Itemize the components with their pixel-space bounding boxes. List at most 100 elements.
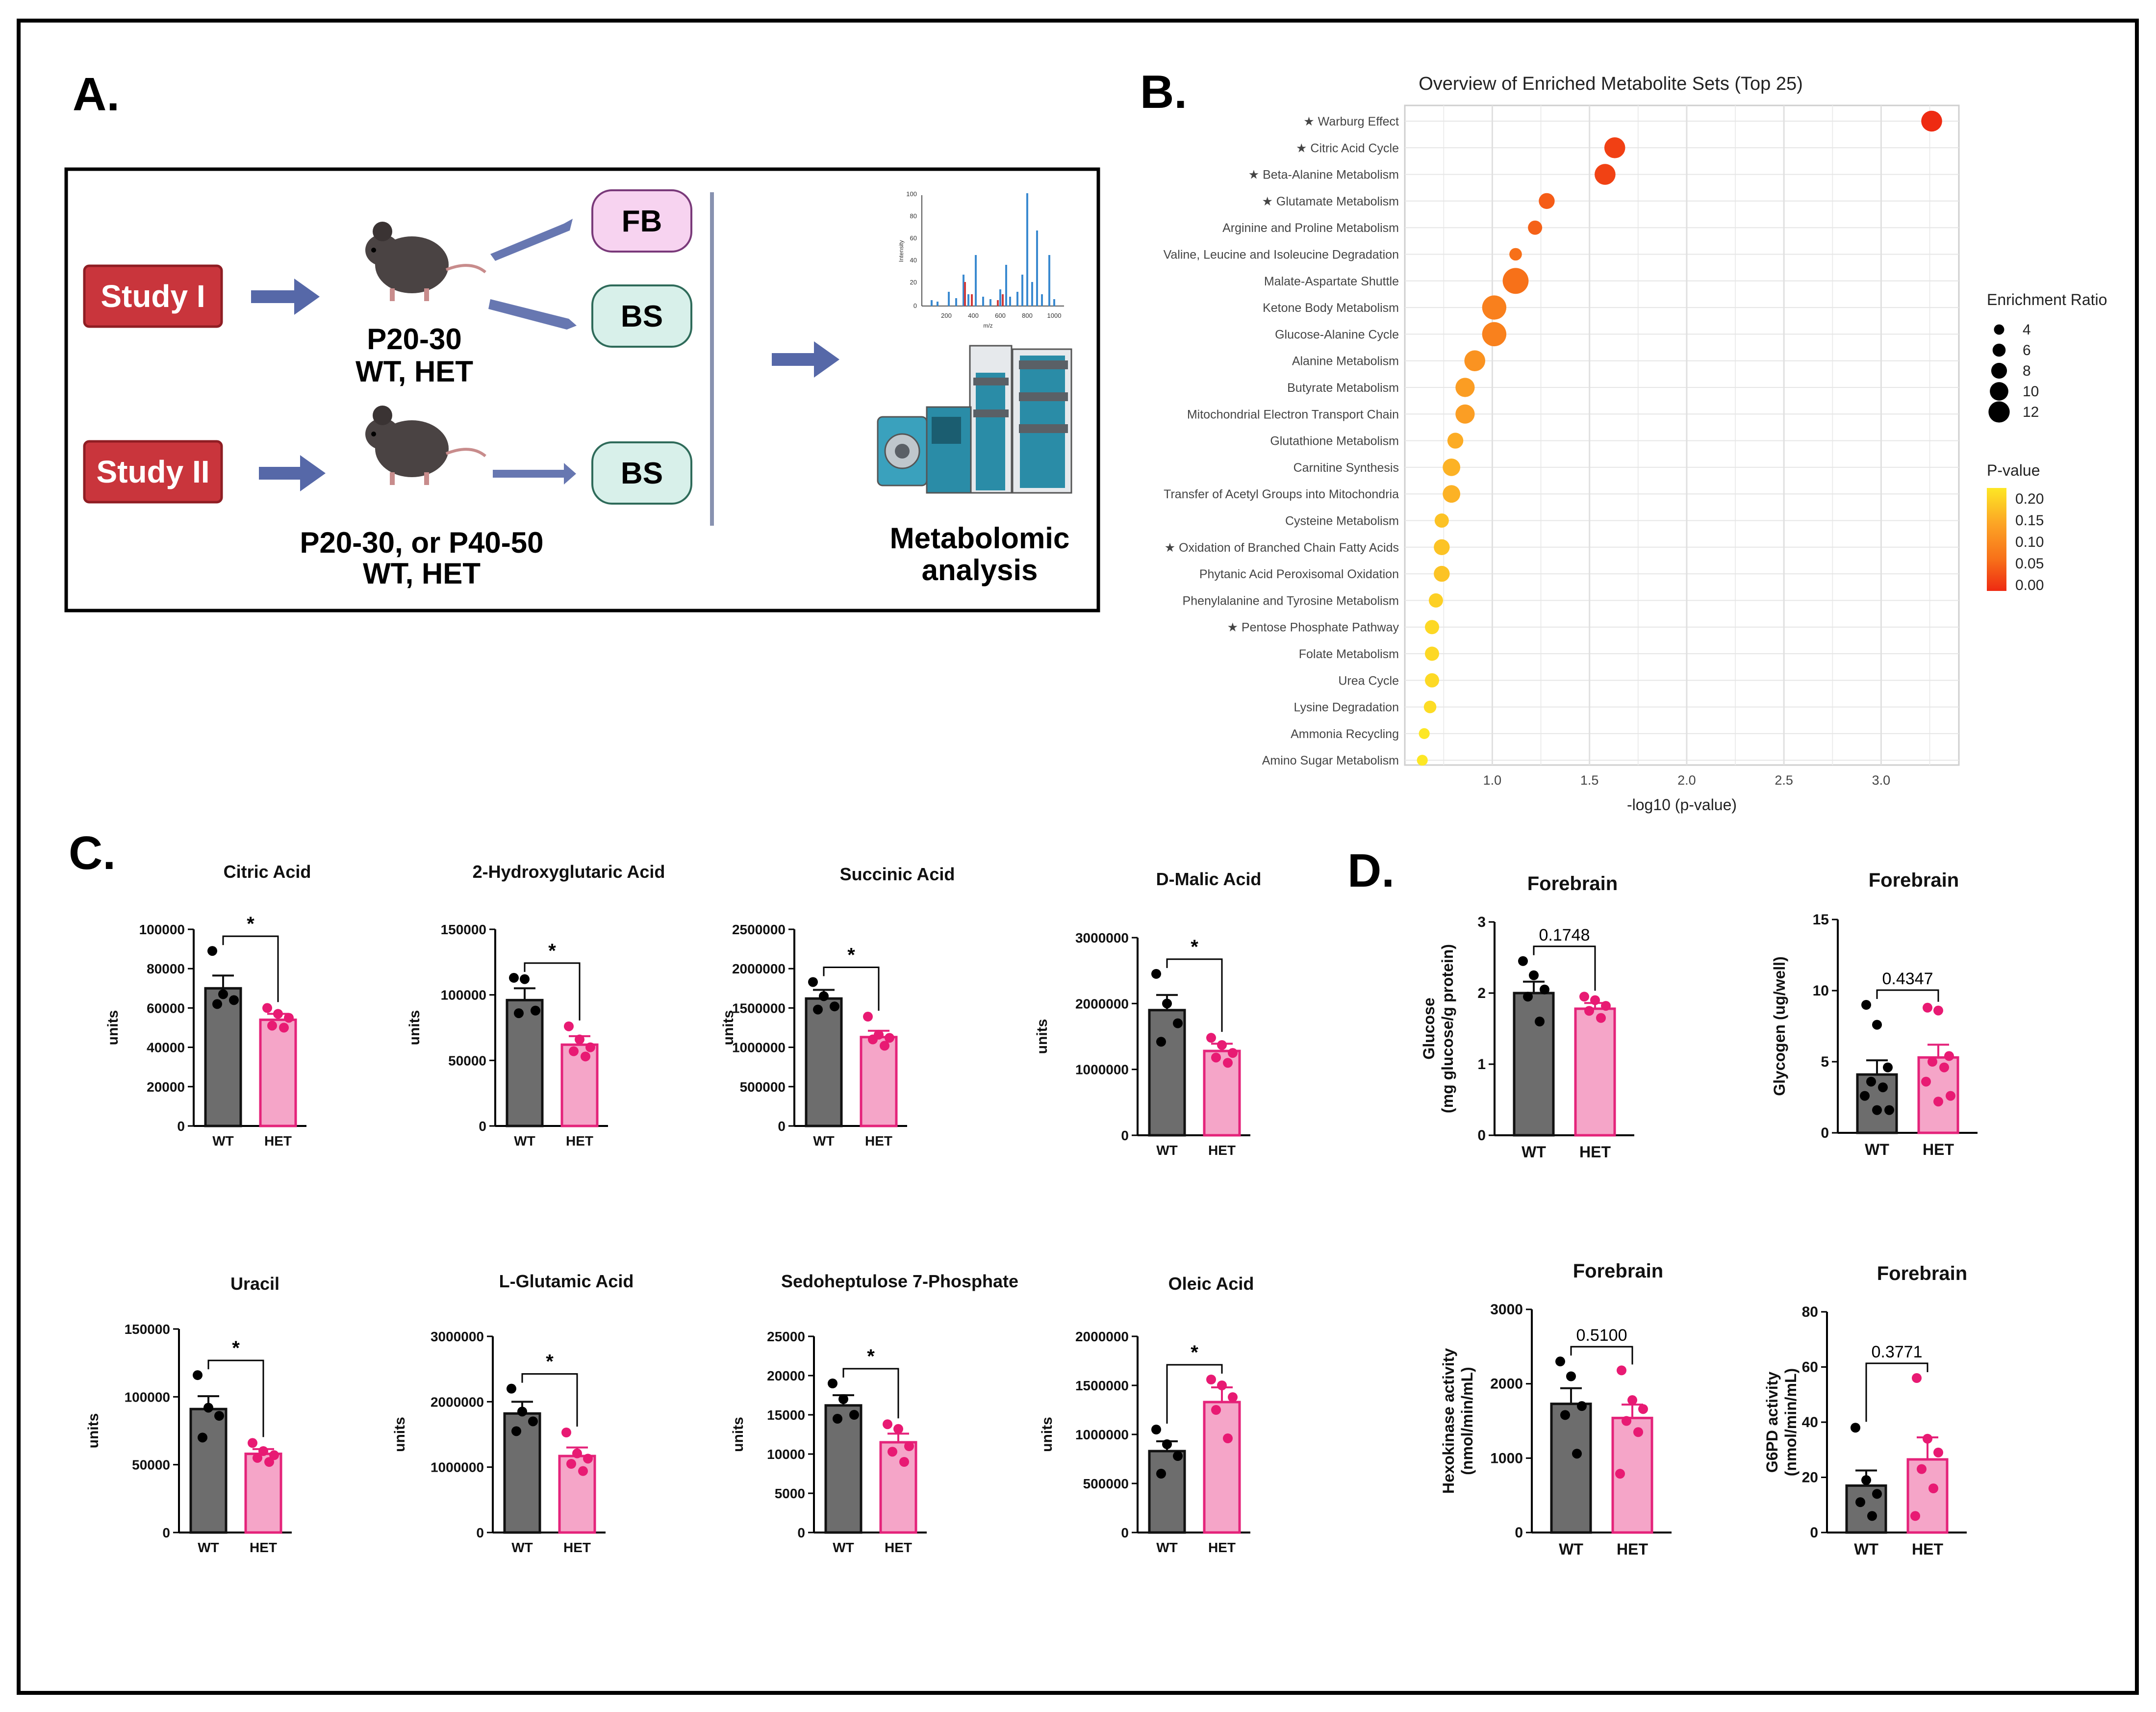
bar-wt <box>824 1404 862 1534</box>
data-point <box>1577 1401 1587 1411</box>
category-label: Mitochondrial Electron Transport Chain <box>1187 408 1399 421</box>
color-legend-label: 0.00 <box>2015 577 2044 593</box>
data-point <box>514 1008 524 1019</box>
chart-title: Forebrain <box>1573 1260 1663 1282</box>
color-legend-label: 0.20 <box>2015 491 2044 507</box>
color-legend-label: 0.10 <box>2015 534 2044 550</box>
category-label: Arginine and Proline Metabolism <box>1222 221 1399 235</box>
y-tick-label: 1000000 <box>1075 1062 1129 1077</box>
category-label: ★ Warburg Effect <box>1303 115 1399 128</box>
data-point <box>1933 1005 1943 1016</box>
y-tick-label: 0 <box>1121 1525 1129 1540</box>
data-point <box>218 989 228 999</box>
data-point <box>1217 1040 1227 1050</box>
category-label: Valine, Leucine and Isoleucine Degradati… <box>1164 248 1399 262</box>
y-tick-label: 3 <box>1477 914 1486 930</box>
y-axis-label: (mg glucose/g protein) <box>1439 944 1456 1113</box>
data-point <box>575 1034 584 1045</box>
data-point <box>1912 1373 1922 1383</box>
panel-label-c: C. <box>69 827 116 879</box>
bar-wt <box>1148 1450 1186 1534</box>
spectrum-ytick: 0 <box>913 302 917 309</box>
y-tick-label: 40000 <box>147 1040 185 1055</box>
bar-wt <box>1148 1009 1186 1137</box>
y-tick-label: 0 <box>778 1119 786 1134</box>
size-legend-label: 12 <box>2023 404 2039 420</box>
y-tick-label: 40 <box>1802 1414 1818 1431</box>
y-tick-label: 10000 <box>767 1447 805 1462</box>
y-tick-label: 1000000 <box>1075 1427 1129 1442</box>
significance-bracket <box>1166 958 1223 1032</box>
y-tick-label: 5 <box>1821 1054 1829 1070</box>
y-tick-label: 3000000 <box>431 1329 484 1344</box>
data-point <box>1151 1425 1161 1434</box>
y-tick-label: 50000 <box>132 1457 170 1473</box>
y-axis-label: units <box>406 1010 423 1046</box>
bar-het <box>244 1453 282 1534</box>
significance-label: * <box>847 944 855 966</box>
y-axis-label: units <box>392 1417 408 1452</box>
data-point <box>578 1466 588 1476</box>
data-point <box>1910 1511 1920 1521</box>
bar-het <box>259 1018 297 1127</box>
data-point <box>1933 1097 1943 1107</box>
data-point <box>212 999 222 1009</box>
category-label: ★ Glutamate Metabolism <box>1262 195 1399 208</box>
study2-group-genotype: WT, HET <box>363 557 481 590</box>
y-axis-label: units <box>730 1417 746 1452</box>
category-label: ★ Beta-Alanine Metabolism <box>1248 168 1399 182</box>
x-tick-label: WT <box>1156 1540 1178 1555</box>
panel-a-schematic: Study I Study II P20-30 <box>64 167 1100 613</box>
bar-chart-2: 2-Hydroxyglutaric Acid150000100000500000… <box>406 862 665 1149</box>
y-tick-label: 15 <box>1813 912 1829 928</box>
data-point <box>1579 992 1589 1002</box>
significance-bracket <box>1533 945 1596 991</box>
significance-bracket <box>1166 1364 1223 1424</box>
bar-wt <box>1856 1073 1898 1134</box>
data-point <box>1615 1469 1625 1479</box>
panel-label-a: A. <box>73 68 120 121</box>
data-point <box>899 1457 909 1467</box>
bar-het <box>1203 1049 1241 1137</box>
spectrum-ytick: 20 <box>910 279 917 286</box>
mouse-icon <box>365 406 486 485</box>
x-tick-label: WT <box>1865 1141 1889 1158</box>
x-tick-label: HET <box>1208 1540 1236 1555</box>
data-point <box>1518 956 1528 966</box>
data-point <box>1528 220 1543 235</box>
category-label: ★ Citric Acid Cycle <box>1296 141 1399 155</box>
bar-het <box>879 1441 917 1534</box>
x-tick-label: 1.5 <box>1580 773 1599 788</box>
data-point <box>520 974 530 984</box>
chart-title: 2-Hydroxyglutaric Acid <box>473 862 665 882</box>
x-tick-label: HET <box>264 1133 292 1149</box>
data-point <box>1933 1447 1943 1457</box>
study-2-label: Study II <box>96 454 209 489</box>
data-point <box>1447 433 1464 449</box>
data-point <box>1434 565 1450 582</box>
analysis-label-line2: analysis <box>922 554 1038 587</box>
category-label: Ketone Body Metabolism <box>1263 301 1399 315</box>
x-tick-label: HET <box>865 1133 892 1149</box>
x-tick-label: 3.0 <box>1872 773 1891 788</box>
significance-bracket <box>823 966 880 1011</box>
data-point <box>1151 969 1161 979</box>
data-point <box>1523 992 1533 1002</box>
chart-title: Overview of Enriched Metabolite Sets (To… <box>1419 74 1803 94</box>
y-tick-label: 0 <box>479 1119 486 1134</box>
data-point <box>1861 1475 1871 1485</box>
data-point <box>1540 984 1549 995</box>
data-point <box>517 1406 527 1417</box>
study-1-box <box>83 264 223 328</box>
y-tick-label: 0 <box>1121 1128 1129 1143</box>
category-label: Glutathione Metabolism <box>1270 434 1399 448</box>
data-point <box>1425 620 1440 635</box>
color-legend-label: 0.15 <box>2015 512 2044 529</box>
y-tick-label: 3000000 <box>1075 930 1129 945</box>
data-point <box>193 1370 203 1380</box>
x-tick-label: WT <box>1156 1143 1178 1158</box>
data-point <box>1566 1371 1576 1381</box>
data-point <box>279 1022 289 1033</box>
